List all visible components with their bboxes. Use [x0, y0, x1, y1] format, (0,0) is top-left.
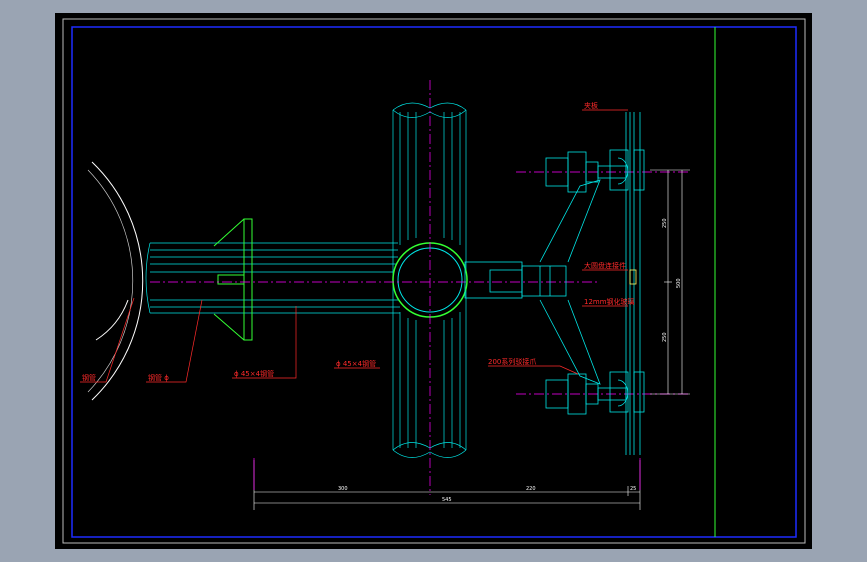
- horizontal-pipe: [145, 242, 400, 314]
- callout-right-top: 夹板: [584, 101, 598, 110]
- callout-left-1: 钢管: [82, 373, 96, 382]
- leader-lines: [80, 109, 628, 383]
- main-ring-section: [87, 161, 144, 401]
- dimension-ticks: [253, 458, 641, 490]
- inner-border: [71, 26, 797, 538]
- callout-left-3: ϕ 45×4钢管: [234, 369, 274, 378]
- dim-bottom-total: 545: [442, 497, 452, 503]
- connector-rod: [464, 261, 567, 299]
- callout-right-mid2: 12mm钢化玻璃: [584, 297, 635, 306]
- dim-right-top: 250: [662, 218, 668, 228]
- dim-bottom-left: 300: [338, 486, 348, 492]
- dim-bottom-right: 220: [526, 486, 536, 492]
- flange-plate: [213, 218, 253, 341]
- outer-border: [62, 18, 806, 544]
- callout-center: ϕ 45×4钢管: [336, 359, 376, 368]
- dim-bottom-small: 25: [630, 486, 636, 492]
- dim-right-bottom: 250: [662, 332, 668, 342]
- glass-panes: [625, 112, 641, 455]
- callout-right-mid: 大圆盘连接件: [584, 261, 626, 270]
- dim-right-total: 500: [676, 278, 682, 288]
- callout-right-bottom: 200系列驳接爪: [488, 357, 536, 366]
- callout-left-2: 钢管 ϕ: [148, 373, 169, 382]
- spider-arms: [539, 179, 601, 385]
- dimension-lines: [253, 169, 690, 510]
